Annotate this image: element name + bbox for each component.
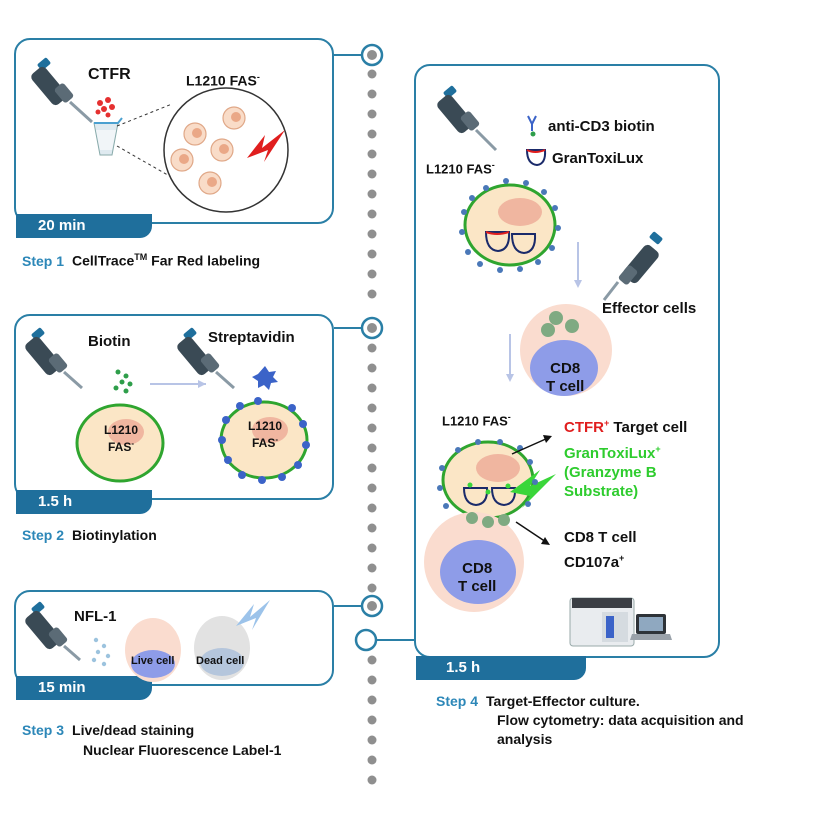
step2-title: Biotinylation bbox=[72, 527, 157, 543]
cd8-mid-line1: CD8 bbox=[550, 360, 581, 377]
step4-number: Step 4 bbox=[436, 693, 479, 709]
effector-cells-label: Effector cells bbox=[602, 300, 697, 317]
step3-panel bbox=[14, 590, 334, 686]
live-cell-label: Live cell bbox=[131, 655, 175, 667]
step1-reagent: CTFR bbox=[88, 66, 131, 83]
target-cell-label: CTFR+ Target cell bbox=[564, 418, 688, 436]
step1-title-tm: TM bbox=[134, 252, 148, 262]
step4-caption: Step 4 Target-Effector culture. Flow cyto… bbox=[436, 692, 744, 749]
step4-cells-top-label: L1210 FAS- bbox=[426, 160, 495, 177]
step1-title-a: CellTrace bbox=[72, 252, 135, 269]
step1-number: Step 1 bbox=[22, 252, 65, 269]
step3-caption: Step 3 Live/dead staining Nuclear Fluores… bbox=[22, 720, 281, 760]
step1-title-b: Far Red labeling bbox=[147, 252, 261, 269]
connectors bbox=[334, 54, 414, 641]
cd8-mid-line2: T cell bbox=[546, 378, 585, 395]
step2-cell1-line2: FAS bbox=[108, 440, 132, 454]
cd8-output-label: CD8 T cell CD107a+ bbox=[564, 529, 637, 571]
step2-biotin-label: Biotin bbox=[88, 333, 131, 350]
step1-cells-label: L1210 FAS- bbox=[186, 72, 260, 89]
node-centers bbox=[367, 50, 377, 611]
step4-cells-top-text: L1210 FAS bbox=[426, 161, 492, 177]
ctfr-text: CTFR bbox=[564, 419, 604, 436]
step4-title-3: analysis bbox=[497, 731, 553, 747]
step4-title-1: Target-Effector culture. bbox=[486, 693, 640, 709]
step3-reagent: NFL-1 bbox=[74, 608, 117, 625]
step2-cell1-line1: L1210 bbox=[104, 423, 139, 437]
step3-title-1: Live/dead staining bbox=[72, 722, 195, 738]
step3-number: Step 3 bbox=[22, 722, 65, 738]
step1-cells-text: L1210 FAS bbox=[186, 72, 257, 89]
anti-cd3-label: anti-CD3 biotin bbox=[548, 118, 655, 135]
step2-duration: 1.5 h bbox=[16, 490, 152, 514]
dotted-timeline bbox=[367, 69, 377, 785]
step4-cells-mid-label: L1210 FAS- bbox=[442, 412, 511, 429]
step4-duration: 1.5 h bbox=[416, 656, 586, 680]
cd8-label-bottom: CD8 T cell bbox=[458, 560, 496, 596]
cd8b-line2: T cell bbox=[458, 578, 497, 595]
target-text: Target cell bbox=[609, 419, 688, 436]
gtl-sub-1: (Granzyme B bbox=[564, 464, 657, 481]
gtl-output-text: GranToxiLux bbox=[564, 445, 656, 462]
grantoxilux-label: GranToxiLux bbox=[552, 150, 644, 167]
step4-title-2: Flow cytometry: data acquisition and bbox=[497, 712, 744, 728]
step1-panel bbox=[14, 38, 334, 224]
step3-title-2: Nuclear Fluorescence Label-1 bbox=[83, 742, 282, 758]
step2-cell2-line1: L1210 bbox=[248, 419, 283, 433]
step3-duration: 15 min bbox=[16, 676, 152, 700]
step2-cell2-line2: FAS bbox=[252, 436, 276, 450]
step2-number: Step 2 bbox=[22, 527, 65, 543]
step2-cell1-label: L1210 FAS- bbox=[104, 423, 139, 454]
step2-caption: Step 2 Biotinylation bbox=[22, 527, 157, 543]
gtl-sub-2: Substrate) bbox=[564, 483, 639, 500]
step2-cell2-label: L1210 FAS- bbox=[248, 419, 283, 450]
cd8-out-line2: CD107a bbox=[564, 554, 620, 571]
step1-duration: 20 min bbox=[16, 214, 152, 238]
cd8-label-mid: CD8 T cell bbox=[546, 360, 584, 396]
dead-cell-label: Dead cell bbox=[196, 655, 245, 667]
cd8b-line1: CD8 bbox=[462, 560, 493, 577]
step2-streptavidin-label: Streptavidin bbox=[208, 329, 295, 346]
step1-caption: Step 1 CellTraceTM Far Red labeling bbox=[22, 252, 260, 269]
grantoxilux-output: GranToxiLux+ (Granzyme B Substrate) bbox=[564, 444, 661, 500]
step4-cells-mid-text: L1210 FAS bbox=[442, 413, 508, 429]
cd8-out-line1: CD8 T cell bbox=[564, 529, 637, 546]
